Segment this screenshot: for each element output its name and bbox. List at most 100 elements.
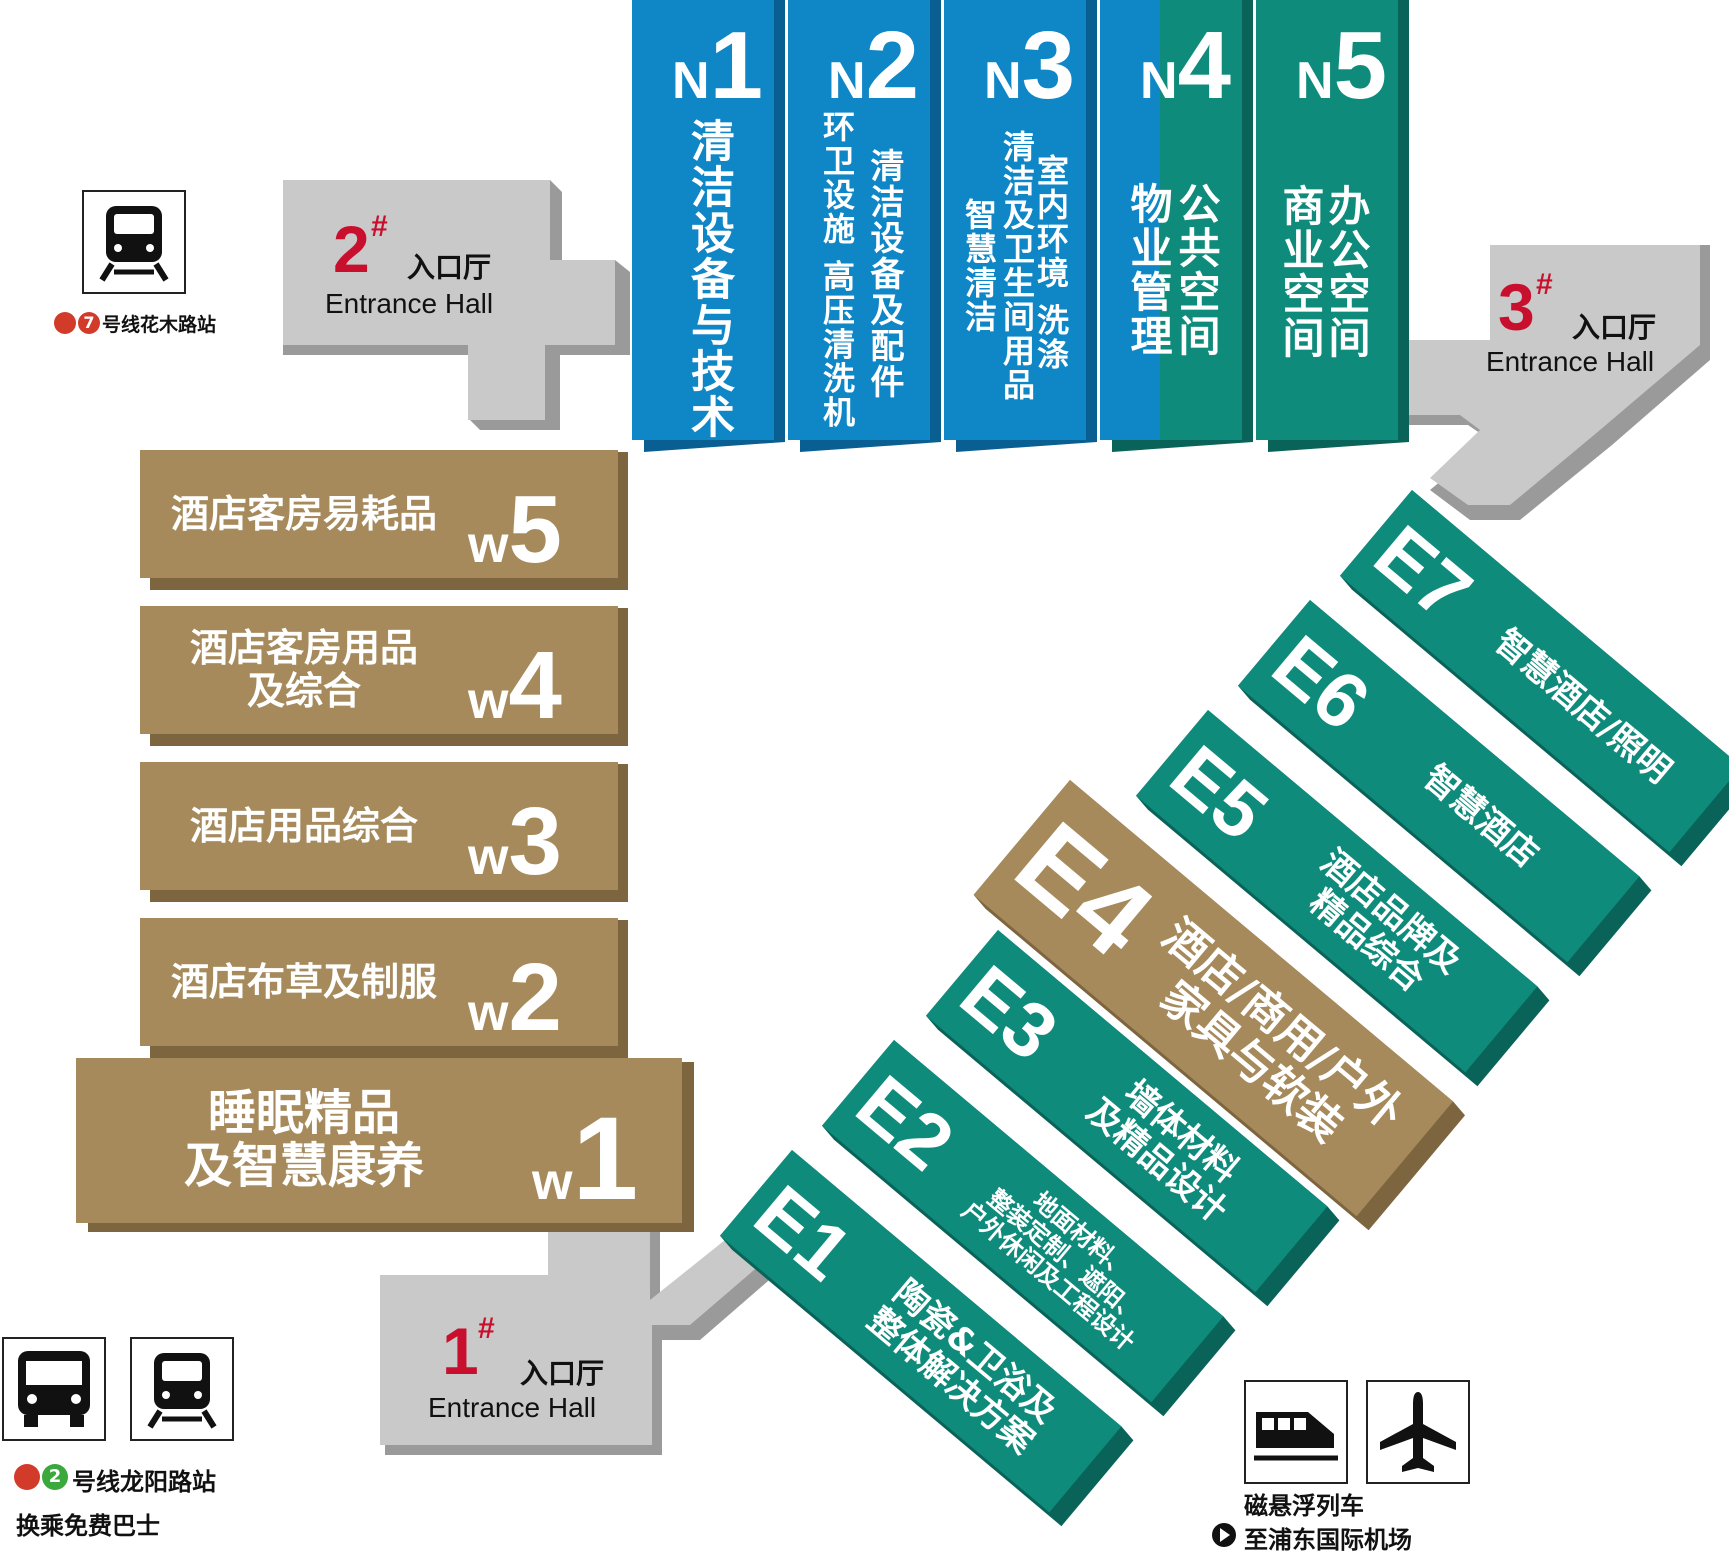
hall-w5-label: 酒店客房易耗品 [150, 493, 458, 536]
airport-destination: 至浦东国际机场 [1244, 1526, 1412, 1554]
east-halls [720, 490, 1729, 1527]
entrance-2-english: Entrance Hall [325, 288, 494, 319]
hall-n4-teal[interactable] [1160, 0, 1242, 440]
hall-label-line: 酒店用品综合 [189, 803, 418, 848]
hall-w2[interactable] [140, 918, 618, 1046]
hall-n1-label: 清洁设备与技术 [683, 118, 734, 440]
hall-n2-label: 环卫设施 高压清洗机 [818, 110, 856, 430]
hall-prefix: N [672, 52, 710, 110]
hall-e3[interactable] [926, 930, 1328, 1293]
entrance-3[interactable]: 3 # 入口厅 Entrance Hall [1480, 250, 1720, 390]
metro-7-station: 号线花木路站 [102, 314, 217, 336]
hall-e5[interactable] [1136, 710, 1538, 1073]
metro-icon [82, 190, 186, 294]
entrance-1[interactable]: 1 # 入口厅 Entrance Hall [380, 1300, 660, 1440]
hall-n1[interactable] [632, 0, 774, 440]
hall-w5-code: W5 [468, 482, 562, 578]
entrance-3-number: 3 [1498, 270, 1535, 344]
entrance-3-label: 入口厅 [1572, 311, 1657, 344]
hall-n4-label: 公共空间 [1172, 182, 1221, 358]
hall-number: 3 [508, 788, 562, 895]
hall-n4-label: 物业管理 [1124, 182, 1173, 358]
hall-w1-label: 睡眠精品及智慧康养 [86, 1084, 522, 1195]
hall-number: 4 [1177, 12, 1231, 119]
hall-w1-code: W1 [532, 1100, 638, 1218]
hall-number: 1 [709, 12, 763, 119]
hall-prefix: N [984, 52, 1022, 110]
hall-w2-code: W2 [468, 950, 562, 1046]
play-arrow-icon [1220, 1528, 1230, 1542]
hall-number: 5 [1333, 12, 1387, 119]
hall-w4[interactable] [140, 606, 618, 734]
bus-icon [2, 1337, 106, 1441]
hall-e2[interactable] [822, 1040, 1224, 1403]
hall-w3-code: W3 [468, 794, 562, 890]
hall-label-line: 酒店客房用品 [189, 626, 418, 671]
entrance-1-english: Entrance Hall [428, 1392, 597, 1423]
hall-w1[interactable] [76, 1058, 682, 1223]
hall-e1[interactable] [720, 1150, 1122, 1513]
hall-n3-label: 智慧清洁 [960, 198, 998, 334]
entrance-2[interactable]: 2 # 入口厅 Entrance Hall [283, 180, 583, 340]
metro-line-badge: 7 [78, 312, 100, 334]
hall-n2[interactable] [788, 0, 930, 440]
hall-number: 2 [865, 12, 919, 119]
hall-n3-label: 清洁及卫生间用品 [998, 130, 1036, 402]
hall-label-line: 酒店客房易耗品 [170, 491, 437, 536]
hall-n4-code: N4 [1140, 18, 1231, 114]
hall-number: 3 [1021, 12, 1075, 119]
entrance-1-block [380, 1225, 775, 1445]
hall-w5[interactable] [140, 450, 618, 578]
hall-w4-label: 酒店客房用品及综合 [150, 627, 458, 712]
metro-logo-icon [54, 312, 76, 334]
entrance-2-label: 入口厅 [407, 251, 492, 284]
hall-e6[interactable] [1238, 600, 1640, 963]
hall-number: 4 [508, 632, 562, 739]
free-bus-note: 换乘免费巴士 [16, 1512, 160, 1540]
hall-prefix: N [828, 52, 866, 110]
hall-prefix: W [468, 516, 509, 574]
hall-number: 5 [508, 476, 562, 583]
hall-w3-label: 酒店用品综合 [150, 805, 458, 848]
maglev-label: 磁悬浮列车 [1244, 1492, 1364, 1520]
hall-w3[interactable] [140, 762, 618, 890]
hall-label-line: 酒店布草及制服 [170, 959, 437, 1004]
entrance-3-english: Entrance Hall [1486, 346, 1655, 377]
hall-prefix: N [1296, 52, 1334, 110]
hall-n2-code: N2 [828, 18, 919, 114]
hall-number: 1 [572, 1093, 639, 1225]
entrance-1-label: 入口厅 [520, 1357, 605, 1390]
metro-2-station: 号线龙阳路站 [72, 1468, 216, 1496]
hall-e4[interactable] [973, 780, 1454, 1217]
hall-n5-label: 商业空间 [1276, 184, 1325, 360]
entrance-2-hash: # [371, 210, 388, 243]
hall-n3[interactable] [944, 0, 1086, 440]
hall-n5-label: 办公空间 [1322, 184, 1371, 360]
hall-n5-code: N5 [1296, 18, 1387, 114]
airplane-icon [1366, 1380, 1470, 1484]
hall-prefix: N [1140, 52, 1178, 110]
hall-prefix: W [468, 672, 509, 730]
west-halls [76, 450, 694, 1232]
hall-number: 2 [508, 944, 562, 1051]
maglev-train-icon [1244, 1380, 1348, 1484]
hall-n3-label: 室内环境 洗涤 [1032, 154, 1070, 372]
entrance-1-number: 1 [442, 1314, 479, 1388]
hall-w2-label: 酒店布草及制服 [150, 961, 458, 1004]
corridors [283, 180, 1710, 1455]
hall-n5[interactable] [1256, 0, 1398, 440]
hall-label-line: 睡眠精品 [207, 1084, 400, 1141]
hall-prefix: W [468, 828, 509, 886]
hall-label-line: 及综合 [246, 668, 361, 713]
entrance-2-number: 2 [333, 212, 370, 286]
hall-prefix: W [532, 1153, 573, 1211]
metro-icon [130, 1337, 234, 1441]
hall-n1-code: N1 [672, 18, 763, 114]
entrance-1-hash: # [478, 1312, 495, 1345]
hall-e7[interactable] [1340, 490, 1729, 853]
hall-label-line: 及智慧康养 [183, 1138, 424, 1195]
north-halls [632, 0, 1409, 452]
entrance-3-hash: # [1536, 268, 1553, 301]
hall-n3-code: N3 [984, 18, 1075, 114]
